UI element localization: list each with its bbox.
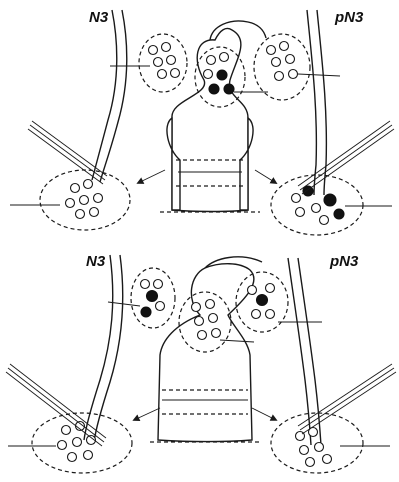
left-nerve xyxy=(84,255,113,440)
ganglion-upper-left xyxy=(139,34,187,92)
panel-bottom-left-label: N3 xyxy=(86,254,105,269)
electrode-icon xyxy=(30,125,105,180)
electrode-icon xyxy=(8,368,104,442)
arrow-icon xyxy=(252,408,276,420)
panel-bottom xyxy=(6,255,396,473)
arrow-icon xyxy=(138,170,165,183)
left-nerve xyxy=(92,10,117,180)
brain-body xyxy=(158,264,254,442)
panel-top xyxy=(10,10,394,235)
panel-bottom-right-label: pN3 xyxy=(330,254,358,269)
arrow-icon xyxy=(255,170,276,183)
right-nerve xyxy=(307,10,316,195)
right-nerve xyxy=(288,258,311,445)
arrow-icon xyxy=(134,408,160,420)
panel-top-left-label: N3 xyxy=(89,10,108,25)
panel-top-right-label: pN3 xyxy=(335,10,363,25)
